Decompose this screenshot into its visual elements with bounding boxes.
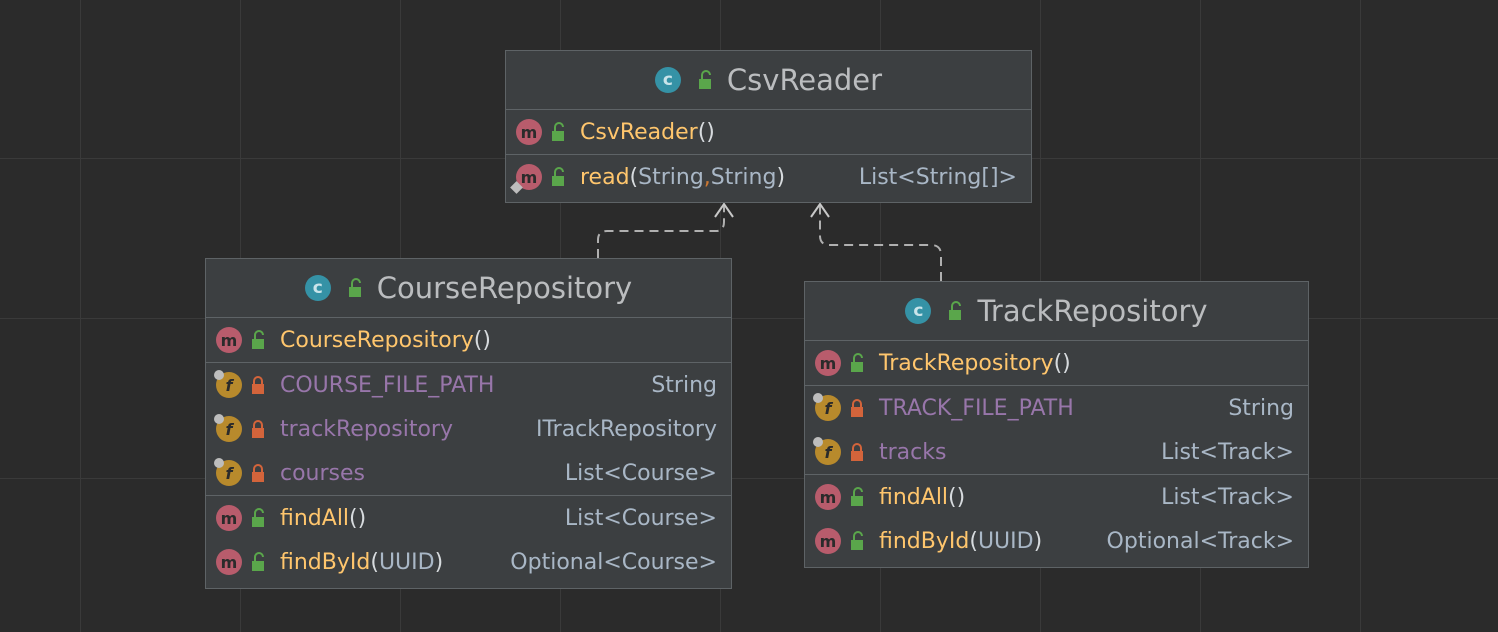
member-name: findAll: [879, 484, 949, 510]
field-section: f TRACK_FILE_PATH String f tracks List<T…: [805, 386, 1308, 475]
member-type: String: [1228, 395, 1294, 421]
member-name: findAll: [280, 505, 350, 531]
member-type: String: [651, 372, 717, 398]
public-lock-icon: [348, 278, 361, 297]
member-row[interactable]: m TrackRepository(): [805, 341, 1308, 385]
private-lock-icon: [851, 399, 863, 417]
member-name: TrackRepository: [879, 350, 1054, 376]
member-row[interactable]: m findById(UUID) Optional<Course>: [206, 540, 731, 584]
public-lock-icon: [252, 508, 264, 527]
param: UUID: [378, 549, 435, 575]
class-name: CsvReader: [726, 63, 883, 97]
method-icon: m: [216, 505, 242, 531]
class-box-trackrepository[interactable]: c TrackRepository m TrackRepository() f …: [804, 281, 1309, 568]
member-row[interactable]: f TRACK_FILE_PATH String: [805, 386, 1308, 430]
member-name: courses: [280, 460, 366, 486]
public-lock-icon: [552, 122, 564, 141]
arrowhead-track: [810, 202, 830, 218]
private-lock-icon: [851, 443, 863, 461]
member-name: trackRepository: [280, 416, 453, 442]
static-method-icon: m: [510, 164, 542, 194]
field-section: f COURSE_FILE_PATH String f trackReposit…: [206, 363, 731, 496]
member-row[interactable]: f COURSE_FILE_PATH String: [206, 363, 731, 407]
member-row[interactable]: m read(String, String) List<String[]>: [506, 155, 1031, 199]
class-header: c CsvReader: [506, 51, 1031, 110]
member-type: List<Track>: [1161, 439, 1294, 465]
member-name: CourseRepository: [280, 327, 474, 353]
public-lock-icon: [552, 167, 564, 186]
member-row[interactable]: m CourseRepository(): [206, 318, 731, 362]
public-lock-icon: [851, 531, 863, 550]
public-lock-icon: [949, 301, 962, 320]
method-icon: m: [516, 119, 542, 145]
class-name: TrackRepository: [977, 294, 1208, 328]
member-type: List<Track>: [1161, 484, 1294, 510]
class-icon: c: [905, 298, 932, 324]
public-lock-icon: [252, 552, 264, 571]
dependency-course-to-csvreader: [597, 206, 725, 258]
class-icon: c: [654, 67, 681, 93]
member-type: List<Course>: [564, 460, 717, 486]
field-icon: f: [214, 370, 242, 398]
member-type: List<String[]>: [858, 164, 1017, 190]
public-lock-icon: [252, 330, 264, 349]
private-lock-icon: [252, 376, 264, 394]
member-row[interactable]: m findById(UUID) Optional<Track>: [805, 519, 1308, 563]
class-name: CourseRepository: [376, 271, 633, 305]
public-lock-icon: [851, 487, 863, 506]
method-icon: m: [815, 484, 841, 510]
private-lock-icon: [252, 420, 264, 438]
member-type: Optional<Track>: [1106, 528, 1294, 554]
member-row[interactable]: m findAll() List<Course>: [206, 496, 731, 540]
param: UUID: [977, 528, 1034, 554]
member-name: read: [580, 164, 630, 190]
member-name: COURSE_FILE_PATH: [280, 372, 495, 398]
public-lock-icon: [851, 353, 863, 372]
member-row[interactable]: f courses List<Course>: [206, 451, 731, 495]
param: String: [638, 164, 704, 190]
member-row[interactable]: f tracks List<Track>: [805, 430, 1308, 474]
constructor-section: m CourseRepository(): [206, 318, 731, 363]
member-type: ITrackRepository: [535, 416, 717, 442]
method-icon: m: [216, 327, 242, 353]
param: String: [710, 164, 777, 190]
method-section: m findAll() List<Course> m findById(UUID…: [206, 496, 731, 584]
member-name: tracks: [879, 439, 947, 465]
class-icon: c: [304, 275, 331, 301]
class-box-courserepository[interactable]: c CourseRepository m CourseRepository() …: [205, 258, 732, 589]
member-name: TRACK_FILE_PATH: [879, 395, 1074, 421]
member-row[interactable]: m CsvReader(): [506, 110, 1031, 154]
method-section: m read(String, String) List<String[]>: [506, 155, 1031, 199]
class-header: c CourseRepository: [206, 259, 731, 318]
constructor-section: m TrackRepository(): [805, 341, 1308, 386]
member-type: Optional<Course>: [510, 549, 717, 575]
paren-text: (): [697, 119, 715, 145]
field-icon: f: [813, 393, 841, 421]
member-name: findById: [879, 528, 970, 554]
method-section: m findAll() List<Track> m findById(UUID)…: [805, 475, 1308, 563]
constructor-section: m CsvReader(): [506, 110, 1031, 155]
member-row[interactable]: m findAll() List<Track>: [805, 475, 1308, 519]
public-lock-icon: [698, 70, 711, 89]
method-icon: m: [815, 350, 841, 376]
class-header: c TrackRepository: [805, 282, 1308, 341]
method-icon: m: [216, 549, 242, 575]
field-icon: f: [214, 458, 242, 486]
class-box-csvreader[interactable]: c CsvReader m CsvReader() m read(String,…: [505, 50, 1032, 203]
field-icon: f: [214, 414, 242, 442]
member-name: findById: [280, 549, 371, 575]
arrowhead-course: [714, 202, 734, 218]
field-icon: f: [813, 437, 841, 465]
private-lock-icon: [252, 464, 264, 482]
member-name: CsvReader: [580, 119, 698, 145]
method-icon: m: [815, 528, 841, 554]
dependency-track-to-csvreader: [819, 206, 942, 281]
member-type: List<Course>: [564, 505, 717, 531]
member-row[interactable]: f trackRepository ITrackRepository: [206, 407, 731, 451]
